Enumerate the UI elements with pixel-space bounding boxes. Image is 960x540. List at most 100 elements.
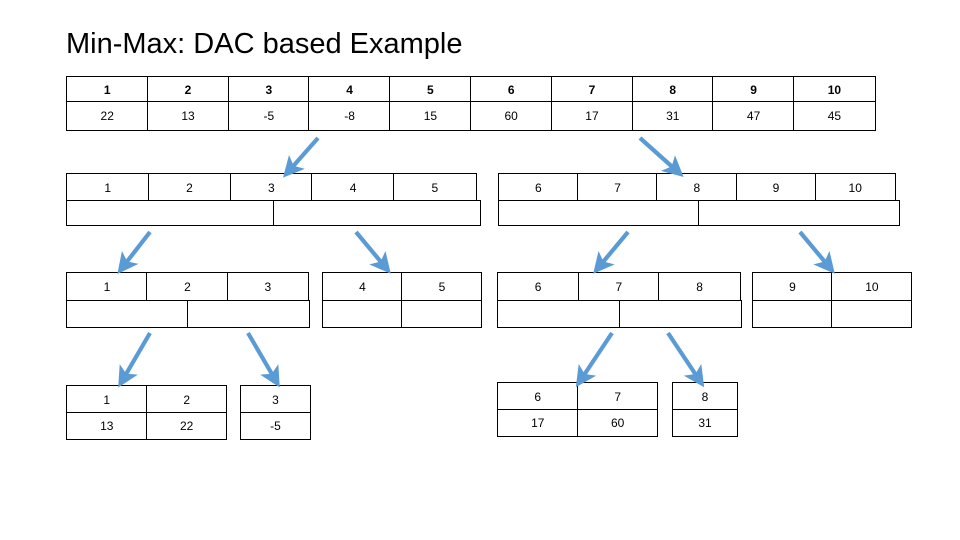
cell-header: 6 [497,272,580,302]
arrow-l3a-to-l4b [246,331,280,388]
cell-header: 5 [401,272,483,302]
cell-header: 10 [793,76,876,103]
cell-empty [187,300,311,329]
cell-value: 13 [66,412,148,441]
table-row-header: 1 2 3 4 5 [66,173,483,202]
cell-empty [272,200,482,227]
cell-value: 17 [497,409,579,438]
table-level4-b: 3 -5 [240,385,311,441]
arrow-l3c-to-l4c [575,331,614,388]
table-row-values: -5 [240,412,311,441]
cell-value: -8 [308,101,391,132]
cell-header: 9 [735,173,817,202]
cell-header: 5 [393,173,477,202]
cell-value: 45 [793,101,876,132]
table-level2-left: 1 2 3 4 5 [66,173,483,227]
table-row-empty [66,300,312,329]
table-row-empty [752,300,914,329]
table-level4-a: 1 2 13 22 [66,385,229,441]
arrow-l2right-to-l3d [798,230,835,274]
arrow-l3c-to-l4d [666,331,705,388]
cell-header: 9 [752,272,833,302]
table-row-empty [497,300,744,329]
table-row-values: 13 22 [66,412,229,441]
cell-header: 4 [311,173,395,202]
table-row-header: 6 7 8 9 10 [498,173,902,202]
cell-value: 31 [631,101,714,132]
cell-value: -5 [240,412,311,441]
cell-header: 1 [66,173,150,202]
cell-empty [498,200,700,227]
cell-value: 13 [146,101,230,132]
table-row-empty [322,300,484,329]
cell-header: 8 [658,272,741,302]
cell-value: 47 [712,101,795,132]
table-level2-right: 6 7 8 9 10 [498,173,902,227]
table-level1-full: 1 2 3 4 5 6 7 8 9 10 22 13 -5 -8 15 60 1… [66,76,890,132]
cell-value: 60 [469,101,553,132]
cell-value: 31 [672,409,738,438]
cell-value: 22 [145,412,228,441]
cell-header: 1 [66,272,148,302]
arrow-l1-to-l2-right [638,136,684,178]
cell-value: 22 [66,101,149,132]
cell-header: 7 [550,76,634,103]
table-level4-c: 6 7 17 60 [497,382,660,438]
table-row-values: 31 [672,409,738,438]
cell-empty [322,300,403,329]
cell-empty [752,300,833,329]
table-row-header: 1 2 [66,385,229,414]
cell-value: 60 [576,409,659,438]
table-row-empty [66,200,483,227]
cell-header: 10 [831,272,913,302]
cell-empty [497,300,621,329]
table-row-header: 1 2 3 4 5 6 7 8 9 10 [66,76,890,103]
arrow-l2left-to-l3a [117,230,152,274]
cell-empty [401,300,483,329]
table-row-header: 1 2 3 [66,272,312,302]
cell-empty [698,200,901,227]
cell-empty [66,200,275,227]
table-row-header: 9 10 [752,272,914,302]
table-level3-b: 4 5 [322,272,484,329]
cell-empty [831,300,913,329]
table-row-header: 3 [240,385,311,414]
cell-empty [618,300,743,329]
arrow-l2right-to-l3c [593,230,630,274]
cell-header: 5 [389,76,472,103]
table-row-values: 22 13 -5 -8 15 60 17 31 47 45 [66,101,890,132]
cell-value: 15 [389,101,472,132]
table-row-values: 17 60 [497,409,660,438]
cell-header: 2 [147,173,232,202]
cell-header: 8 [656,173,738,202]
page-title: Min-Max: DAC based Example [66,28,463,60]
table-level3-d: 9 10 [752,272,914,329]
cell-header: 2 [146,76,230,103]
arrow-l3a-to-l4a [118,331,152,388]
cell-header: 2 [146,272,229,302]
table-row-header: 8 [672,382,738,411]
cell-header: 2 [145,385,228,414]
cell-header: 9 [712,76,795,103]
cell-header: 3 [227,76,310,103]
cell-header: 7 [577,272,660,302]
table-row-header: 6 7 8 [497,272,744,302]
cell-header: 3 [226,272,309,302]
cell-header: 6 [497,382,579,411]
cell-value: 17 [550,101,634,132]
table-level3-c: 6 7 8 [497,272,744,329]
arrow-l1-to-l2-left [282,136,320,178]
table-row-header: 6 7 [497,382,660,411]
cell-header: 8 [631,76,714,103]
table-row-empty [498,200,902,227]
cell-header: 4 [322,272,403,302]
cell-header: 1 [66,76,149,103]
table-level3-a: 1 2 3 [66,272,312,329]
cell-header: 8 [672,382,738,411]
cell-header: 10 [814,173,896,202]
cell-header: 3 [240,385,311,414]
cell-header: 1 [66,385,148,414]
cell-header: 7 [577,173,658,202]
arrow-l2left-to-l3b [354,230,391,274]
